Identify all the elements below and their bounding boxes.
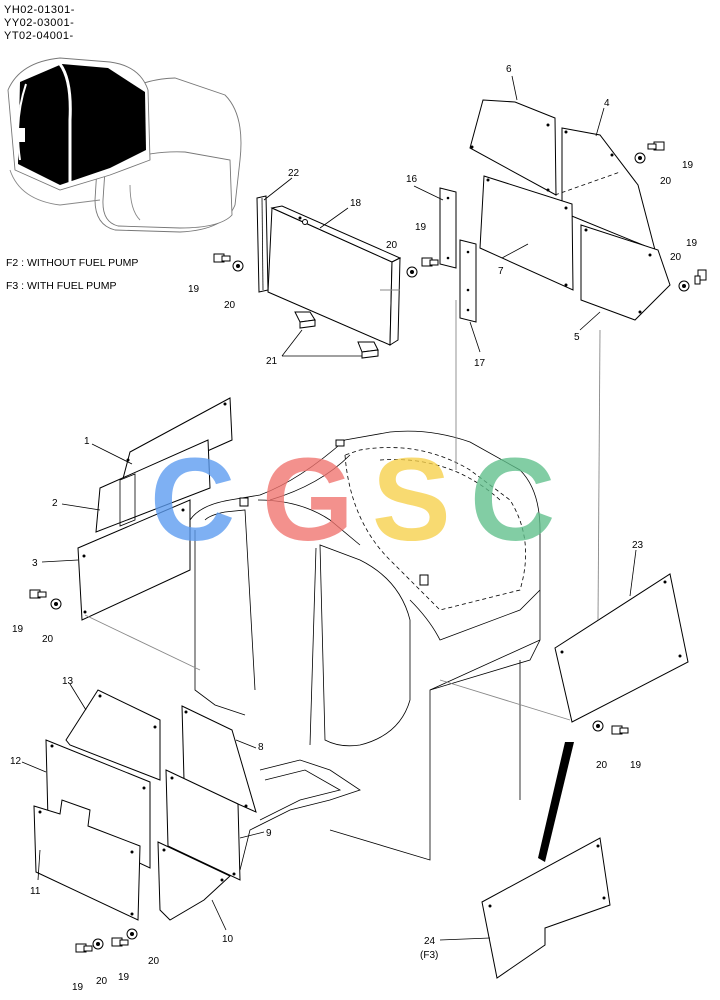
callout-22: 22 (288, 168, 300, 179)
washer-20f (592, 720, 604, 732)
callout-3: 3 (32, 558, 38, 569)
watermark-letter-c2: C (470, 434, 555, 566)
washer-20c (634, 152, 646, 164)
strip-16 (439, 187, 457, 269)
callout-20-mid: 20 (386, 240, 398, 251)
callout-24-note: (F3) (420, 950, 438, 961)
panel-23 (554, 573, 689, 723)
bolt-19h (111, 937, 129, 947)
serial-range-1: YH02-01301- (4, 4, 75, 16)
callout-8: 8 (258, 742, 264, 753)
callout-5: 5 (574, 332, 580, 343)
callout-7: 7 (498, 266, 504, 277)
callout-19-bottom-a: 19 (72, 982, 84, 993)
panel-6 (469, 99, 557, 196)
arrow-to-24 (538, 742, 574, 862)
callout-19-topright: 19 (682, 160, 694, 171)
strip-17 (459, 239, 477, 323)
callout-10: 10 (222, 934, 234, 945)
washer-20a (232, 260, 244, 272)
panel-5 (580, 224, 671, 321)
cab-frame (189, 430, 541, 871)
panel-7 (479, 175, 574, 291)
callout-19-mid: 19 (415, 222, 427, 233)
callout-20-topright: 20 (660, 176, 672, 187)
bolt-19f (611, 725, 629, 735)
callout-18: 18 (350, 198, 362, 209)
bolt-19g (75, 943, 93, 953)
watermark-letter-g: G (262, 434, 354, 566)
callout-19-leftmid: 19 (12, 624, 24, 635)
callout-11: 11 (30, 886, 41, 897)
watermark-letter-s: S (372, 434, 451, 566)
callout-4: 4 (604, 98, 610, 109)
callout-23: 23 (632, 540, 644, 551)
watermark-letter-c1: C (150, 434, 235, 566)
callout-20-bottom-a: 20 (96, 976, 108, 987)
callout-9: 9 (266, 828, 272, 839)
bolt-19c (647, 141, 665, 151)
panel-24 (481, 837, 611, 979)
legend-f3: F3 : WITH FUEL PUMP (6, 280, 117, 292)
callout-20-bottom-b: 20 (148, 956, 160, 967)
washer-20d (678, 280, 690, 292)
washer-20g (92, 938, 104, 950)
panel-11 (33, 799, 141, 921)
washer-20b (406, 266, 418, 278)
callout-24: 24 (424, 936, 436, 947)
panel-9 (165, 769, 241, 881)
callout-6: 6 (506, 64, 512, 75)
callout-19-right: 19 (686, 238, 698, 249)
fasteners (29, 141, 707, 953)
callout-20-left: 20 (224, 300, 236, 311)
callout-16: 16 (406, 174, 418, 185)
bolt-19b (421, 257, 439, 267)
machine-thumbnail (7, 57, 242, 233)
callout-17: 17 (474, 358, 486, 369)
panel-10 (157, 841, 231, 921)
panel-4 (561, 127, 656, 251)
clip-21a (294, 311, 316, 329)
callout-20-bottomright: 20 (596, 760, 608, 771)
panel-18 (267, 205, 402, 346)
legend-f2: F2 : WITHOUT FUEL PUMP (6, 257, 139, 269)
callout-21: 21 (266, 356, 278, 367)
panel-12 (45, 739, 151, 869)
callout-1: 1 (84, 436, 90, 447)
callout-2: 2 (52, 498, 58, 509)
callout-12: 12 (10, 756, 22, 767)
leader-lines (21, 75, 637, 941)
callout-13: 13 (62, 676, 74, 687)
clip-21b (357, 341, 379, 359)
washer-20h (126, 928, 138, 940)
callout-19-bottom-b: 19 (118, 972, 130, 983)
callout-19-bottomright: 19 (630, 760, 642, 771)
panel-8 (181, 705, 257, 813)
callout-20-leftmid: 20 (42, 634, 54, 645)
callout-labels: 6 4 19 20 16 19 20 19 20 7 5 17 22 18 19… (10, 64, 698, 993)
panel-2 (95, 439, 211, 533)
bolt-19e (29, 589, 47, 599)
serial-range-3: YT02-04001- (4, 30, 74, 42)
serial-range-2: YY02-03001- (4, 17, 75, 29)
bolt-19d (694, 269, 707, 285)
watermark: C G S C (150, 434, 555, 566)
callout-20-right: 20 (670, 252, 682, 263)
panel-13 (65, 689, 161, 781)
rail-22 (256, 195, 269, 293)
callout-19-left: 19 (188, 284, 200, 295)
panel-3 (77, 499, 191, 621)
washer-20e (50, 598, 62, 610)
bolt-19a (213, 253, 231, 263)
